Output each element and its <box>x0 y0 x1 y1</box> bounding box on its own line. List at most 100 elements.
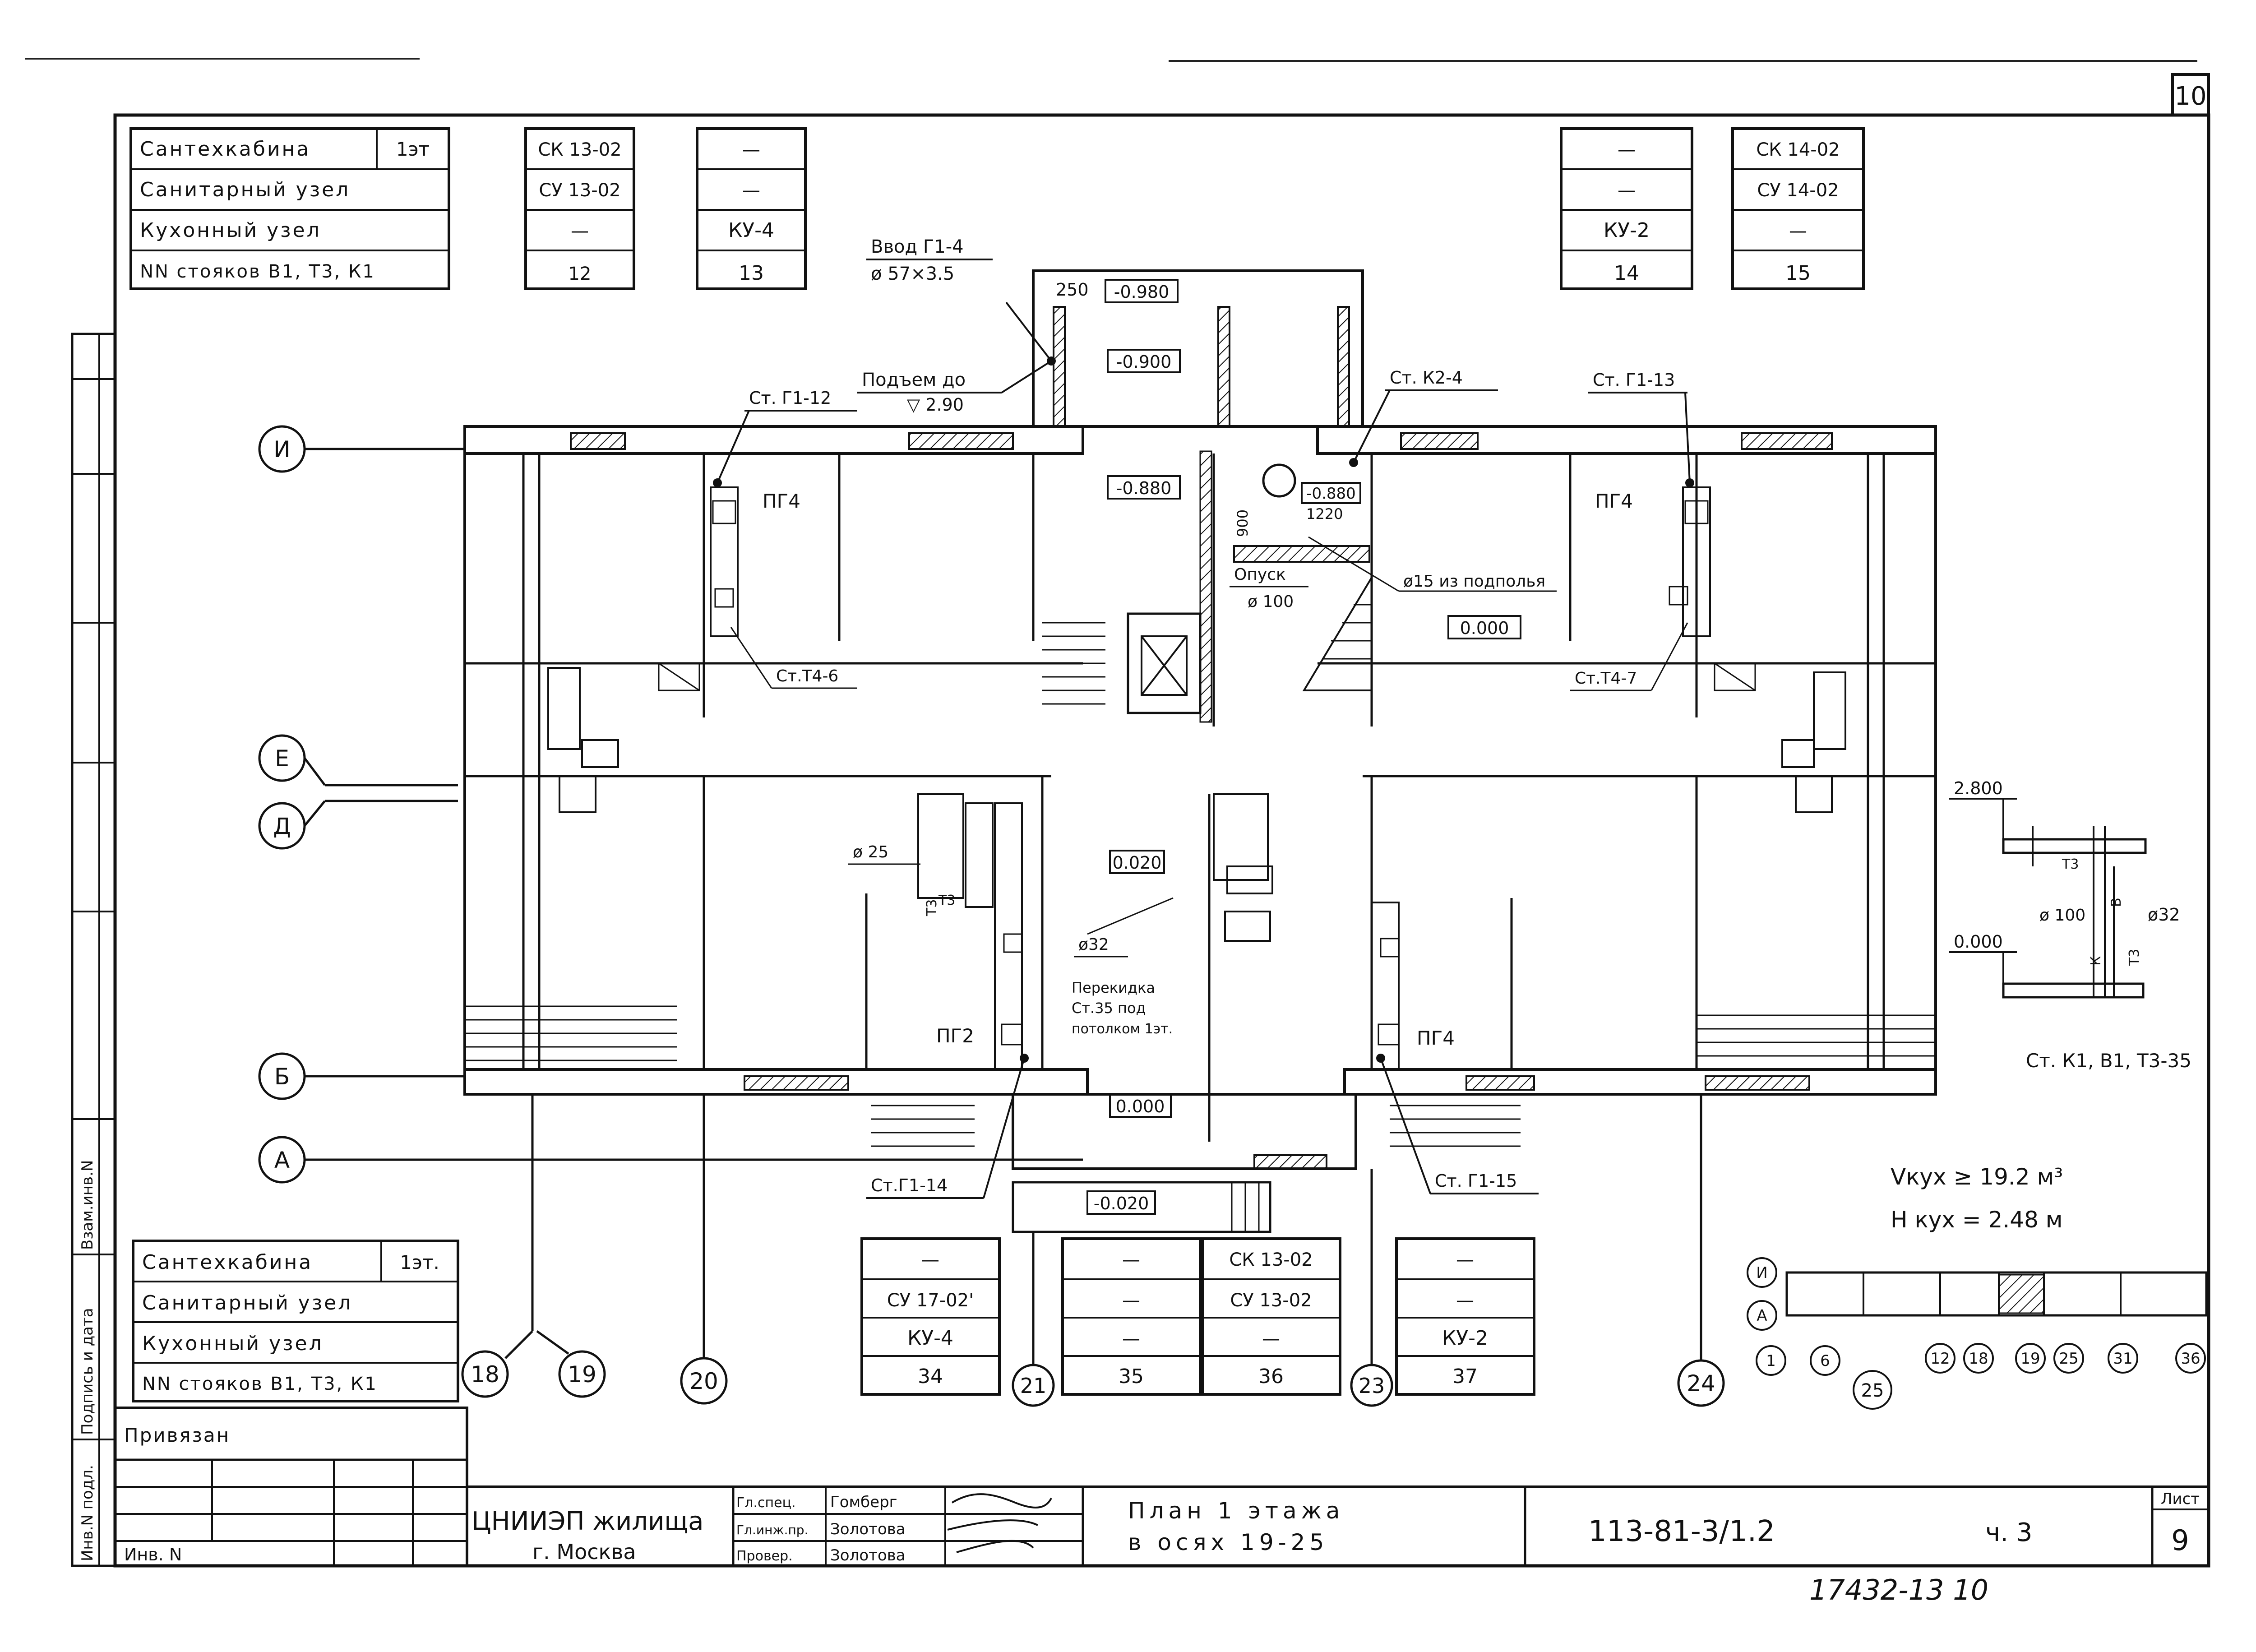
top-col-12-r1: СК 13-02 <box>538 139 621 160</box>
top-legend-row-3: Кухонный узел <box>140 219 321 242</box>
dim-250: 250 <box>1056 280 1089 300</box>
key-col-25b: 25 <box>2059 1350 2078 1368</box>
bottom-column-34: — СУ 17-02' КУ-4 34 <box>860 1237 1001 1396</box>
bottom-column-35: — — — 35 <box>1061 1237 1202 1396</box>
top-legend-row-1: Сантехкабина <box>140 138 310 161</box>
stamp-vzam-inv: Взам.инв.N <box>79 1160 97 1250</box>
drawing-part: ч. 3 <box>1985 1518 2032 1547</box>
stamp-podpis-data: Подпись и дата <box>79 1308 97 1435</box>
level-0880-a: -0.880 <box>1116 478 1172 498</box>
t3-b: Т3 <box>938 893 955 908</box>
podjem-label: Подъем до <box>862 370 966 390</box>
bottom-legend-row-1-extra: 1эт. <box>400 1251 439 1273</box>
bot-col-35-r3: — <box>1122 1328 1140 1349</box>
axis-markers <box>258 425 1725 1407</box>
sheet-number-top: 10 <box>2174 82 2206 111</box>
bot-col-36-r4: 36 <box>1258 1365 1284 1388</box>
riser-level-top: 2.800 <box>1954 778 2003 798</box>
riser-d100: ø 100 <box>2039 906 2085 925</box>
riser-level-bottom: 0.000 <box>1954 932 2003 952</box>
bot-col-37-r1: — <box>1456 1249 1474 1270</box>
axis-col-18: 18 <box>471 1361 499 1388</box>
sheet-title-2: в осях 19-25 <box>1128 1529 1328 1555</box>
axis-col-21: 21 <box>1020 1374 1047 1398</box>
bottom-legend-table: Сантехкабина 1эт. Санитарный узел Кухонн… <box>132 1240 459 1402</box>
name-zolotova-2: Золотова <box>830 1546 906 1564</box>
list-label: Лист <box>2161 1490 2200 1508</box>
top-col-12-r4: 12 <box>569 264 592 284</box>
axis-labels: И Е Д Б А 18 19 20 21 23 24 <box>273 436 1715 1398</box>
dim-1220: 1220 <box>1306 505 1343 523</box>
level-000-bot: 0.000 <box>1116 1097 1165 1116</box>
riser-b: В <box>2108 898 2124 907</box>
top-legend-row-2: Санитарный узел <box>140 178 350 201</box>
level-0900: -0.900 <box>1116 352 1172 372</box>
axis-row-i: И <box>273 436 290 463</box>
top-column-15: СК 14-02 СУ 14-02 — 15 <box>1731 127 1865 290</box>
top-column-13: — — КУ-4 13 <box>696 127 807 290</box>
bot-col-34-r4: 34 <box>918 1365 943 1388</box>
bot-col-37-r3: КУ-2 <box>1442 1327 1488 1350</box>
role-gl-spec: Гл.спец. <box>736 1495 796 1511</box>
key-col-12: 12 <box>1930 1350 1950 1368</box>
d25: ø 25 <box>853 843 888 861</box>
drawing-frame <box>113 113 2210 1568</box>
st-k2-4: Ст. К2-4 <box>1390 368 1463 388</box>
bottom-legend-row-1: Сантехкабина <box>142 1251 313 1274</box>
bot-col-37-r4: 37 <box>1452 1365 1478 1388</box>
key-plan-labels: И А 1 6 25 12 18 19 25 31 36 <box>1756 1264 2200 1401</box>
riser-k: К <box>2088 956 2104 966</box>
key-col-6: 6 <box>1820 1352 1830 1370</box>
role-prover: Провер. <box>736 1548 793 1564</box>
perekidka-1: Перекидка <box>1072 979 1155 996</box>
side-stamp: Инв.N подл. Подпись и дата Взам.инв.N <box>71 333 116 1567</box>
riser-detail <box>1949 798 2147 999</box>
pg2: ПГ2 <box>936 1025 974 1047</box>
top-legend-row-4: NN стояков В1, Т3, К1 <box>140 261 375 282</box>
bottom-column-36: СК 13-02 СУ 13-02 — 36 <box>1201 1237 1341 1396</box>
bot-col-36-r2: СУ 13-02 <box>1230 1290 1312 1311</box>
axis-row-e: Е <box>275 745 289 772</box>
level-0020: 0.020 <box>1113 853 1162 873</box>
list-number: 9 <box>2171 1524 2189 1557</box>
top-col-13-r4: 13 <box>739 262 764 285</box>
top-col-13-r3: КУ-4 <box>728 219 774 242</box>
key-plan <box>1747 1257 2208 1410</box>
sheet-title-1: План 1 этажа <box>1128 1498 1344 1524</box>
bot-col-36-r3: — <box>1262 1328 1280 1349</box>
top-col-15-r3: — <box>1789 221 1807 241</box>
bot-col-34-r1: — <box>921 1249 939 1270</box>
perekidka-2: Ст.35 под <box>1072 1000 1146 1017</box>
org-name: ЦНИИЭП жилища <box>472 1507 703 1536</box>
opusk-label: Опуск <box>1234 565 1286 584</box>
axis-col-20: 20 <box>689 1368 718 1394</box>
bottom-legend-row-4: NN стояков В1, Т3, К1 <box>142 1374 378 1394</box>
perekidka-3: потолком 1эт. <box>1072 1021 1173 1037</box>
top-col-12-r3: — <box>571 221 589 241</box>
key-row-i: И <box>1756 1264 1767 1282</box>
top-column-12: СК 13-02 СУ 13-02 — 12 <box>524 127 635 290</box>
top-col-14-r2: — <box>1618 180 1636 201</box>
d15-podpolya: ø15 из подполья <box>1403 572 1545 591</box>
top-col-15-r2: СУ 14-02 <box>1757 180 1839 201</box>
riser-detail-labels: 2.800 0.000 Т3 В К Т3 ø 100 ø32 Ст. К1, … <box>1954 778 2191 1072</box>
riser-d32: ø32 <box>2148 905 2180 925</box>
vvod-label: Ввод Г1-4 <box>871 236 964 257</box>
floor-plan <box>463 269 1937 1233</box>
axis-col-24: 24 <box>1687 1370 1715 1397</box>
bottom-legend-row-3: Кухонный узел <box>142 1332 324 1355</box>
archive-number: 17432-13 10 <box>1809 1573 1988 1606</box>
bot-col-35-r1: — <box>1122 1249 1140 1270</box>
pg4-left: ПГ4 <box>763 490 800 512</box>
privyazan: Привязан <box>124 1424 230 1446</box>
top-col-15-r1: СК 14-02 <box>1756 139 1840 160</box>
pg4-right: ПГ4 <box>1595 490 1633 512</box>
top-legend-row-1-extra: 1эт <box>396 138 430 160</box>
top-col-12-r2: СУ 13-02 <box>539 180 620 201</box>
vvod-dim: ø 57×3.5 <box>871 264 954 284</box>
axis-col-19: 19 <box>568 1361 596 1388</box>
level-0020-neg: -0.020 <box>1094 1194 1149 1213</box>
plan-annotations: Ввод Г1-4 ø 57×3.5 Подъем до ▽ 2.90 250 … <box>713 236 1694 1215</box>
title-block <box>114 1407 2209 1567</box>
